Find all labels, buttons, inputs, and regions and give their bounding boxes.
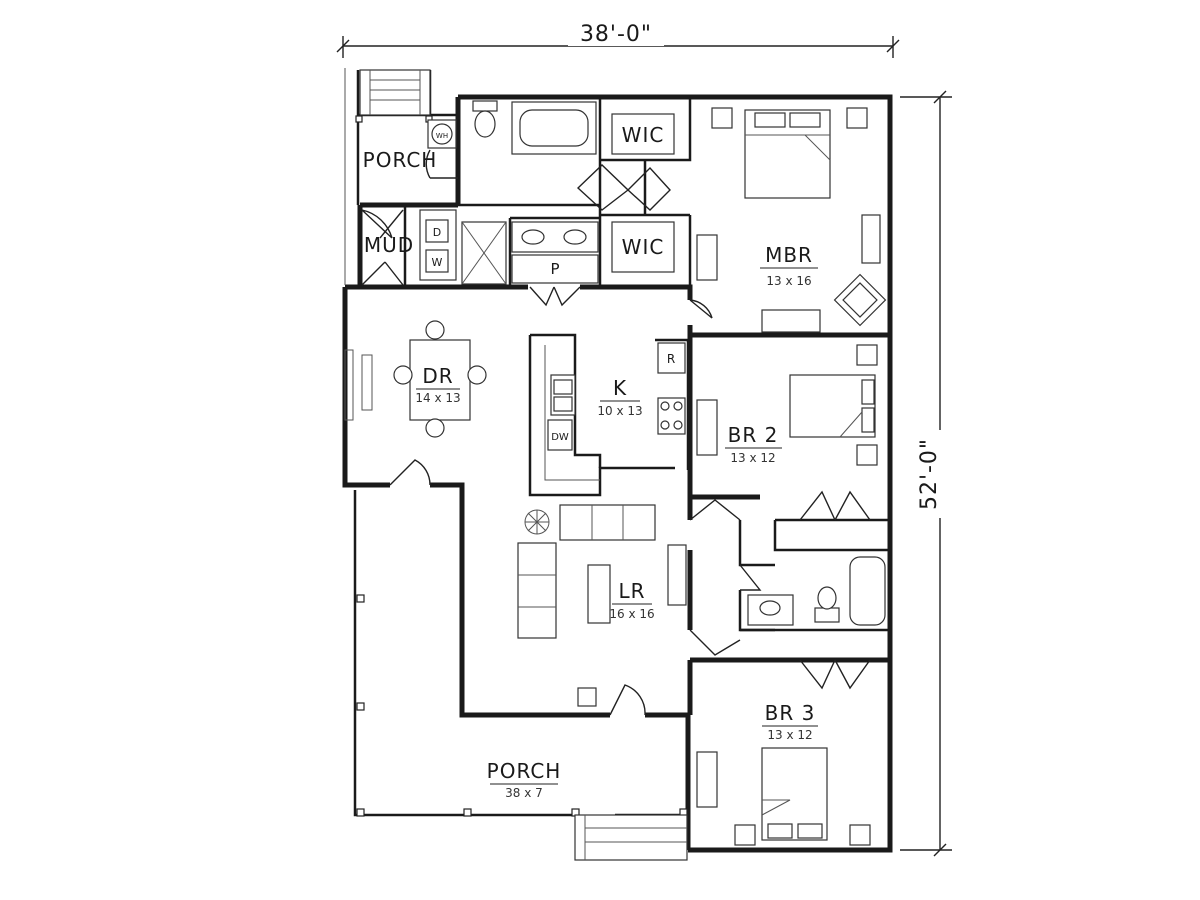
bed-br2 (789, 374, 876, 438)
front-porch: PORCH 38 x 7 (353, 490, 688, 861)
sofa (559, 504, 656, 541)
sink-icon (759, 600, 781, 616)
hall-bath (689, 499, 888, 656)
width-dimension: 38'-0" (336, 20, 900, 58)
nightstand (734, 824, 756, 846)
nightstand (849, 824, 871, 846)
depth-dimension: 52'-0" (900, 90, 952, 857)
dryer-label: D (433, 226, 441, 239)
room-size-br2: 13 x 12 (730, 451, 775, 465)
room-label-porch-rear: PORCH (363, 148, 438, 172)
closet-wic-1 (611, 113, 675, 155)
room-size-lr: 16 x 16 (609, 607, 654, 621)
room-label-porch-front: PORCH (487, 759, 562, 783)
closet-door (799, 659, 871, 690)
nightstand (711, 107, 733, 129)
living-room: LR 16 x 16 (517, 504, 687, 716)
nightstand (856, 344, 878, 366)
mud-room: MUD D W (361, 205, 457, 287)
exterior-walls (342, 94, 893, 853)
dresser (696, 234, 718, 281)
width-dimension-label: 38'-0" (580, 22, 652, 47)
closet-wic-2 (611, 221, 675, 273)
room-label-pantry: P (550, 260, 559, 278)
dryer-icon (425, 219, 449, 243)
walk-in-closets: WIC WIC (576, 97, 692, 287)
porch-post (356, 594, 365, 603)
toilet-tank (814, 607, 840, 623)
room-label-wic-2: WIC (622, 235, 665, 259)
dresser (761, 309, 821, 333)
room-label-lr: LR (618, 579, 645, 603)
porch-post (355, 115, 363, 123)
dresser (696, 399, 718, 456)
washer-label: W (432, 256, 443, 269)
toilet-icon (817, 586, 837, 610)
refrigerator (657, 342, 686, 374)
dishwasher (547, 419, 573, 451)
water-heater-label: WH (436, 132, 448, 140)
door (739, 564, 762, 591)
sink-icon (521, 229, 545, 245)
toilet-tank (472, 100, 498, 112)
room-size-k: 10 x 13 (597, 404, 642, 418)
side-table (577, 687, 597, 707)
master-bath: P (458, 97, 602, 307)
closet-door (626, 166, 671, 211)
dining-chair (467, 365, 487, 385)
closet-door (799, 490, 871, 521)
door (689, 499, 741, 521)
porch-post (463, 808, 472, 817)
front-stairs (574, 814, 688, 861)
porch-post (356, 808, 365, 817)
bedroom-3: BR 3 13 x 12 (696, 659, 871, 846)
rear-porch: PORCH WH (344, 68, 458, 285)
bedroom-2: BR 2 13 x 12 (696, 344, 888, 552)
door (609, 684, 646, 716)
room-label-wic-1: WIC (622, 123, 665, 147)
room-size-mbr: 13 x 16 (766, 274, 811, 288)
room-label-k: K (613, 376, 627, 400)
room-size-br3: 13 x 12 (767, 728, 812, 742)
room-label-mud: MUD (364, 233, 414, 257)
water-heater-icon (431, 123, 453, 145)
master-bedroom: MBR 13 x 16 (689, 107, 887, 333)
porch-post (356, 702, 365, 711)
armchair (833, 273, 887, 327)
dresser (861, 214, 881, 264)
tv-console (667, 544, 687, 606)
kitchen: DW R K 10 x 13 (528, 333, 690, 497)
toilet-icon (474, 110, 496, 138)
depth-dimension-label: 52'-0" (917, 438, 942, 510)
nightstand (846, 107, 868, 129)
closet-door (576, 164, 630, 211)
door (689, 299, 713, 319)
door (689, 629, 741, 656)
dining-room: DR 14 x 13 (344, 320, 487, 486)
room-label-br2: BR 2 (728, 423, 779, 447)
pantry (511, 254, 599, 284)
room-label-mbr: MBR (765, 243, 813, 267)
dresser (696, 751, 718, 808)
nightstand (856, 444, 878, 466)
dining-chair (393, 365, 413, 385)
coffee-table (587, 564, 611, 624)
rear-stairs (359, 69, 431, 116)
room-size-dr: 14 x 13 (415, 391, 460, 405)
bathtub (849, 556, 886, 626)
room-label-dr: DR (422, 364, 453, 388)
dishwasher-label: DW (551, 432, 569, 443)
plant-icon (524, 509, 550, 535)
refrigerator-label: R (667, 352, 675, 366)
room-size-porch-front: 38 x 7 (505, 786, 543, 800)
washer-icon (425, 249, 449, 273)
dining-chair (425, 320, 445, 340)
dining-chair (425, 418, 445, 438)
door (389, 459, 431, 486)
room-label-br3: BR 3 (765, 701, 816, 725)
sink-icon (563, 229, 587, 245)
dining-table (409, 339, 471, 421)
sofa (517, 542, 557, 639)
